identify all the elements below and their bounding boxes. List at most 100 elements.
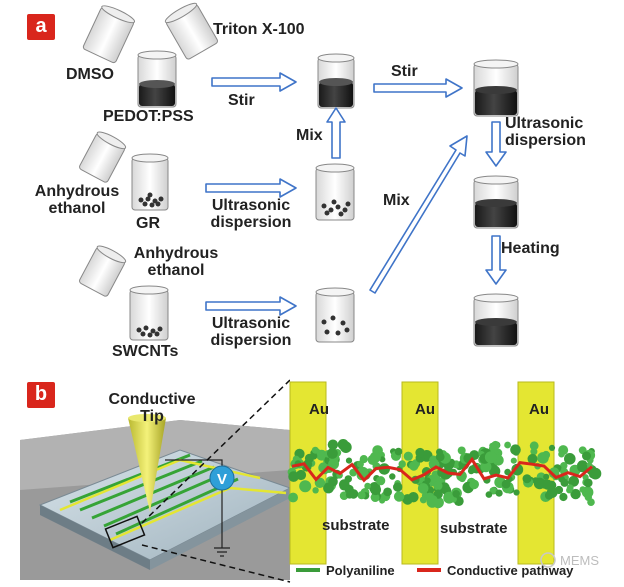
- polyaniline-particle: [398, 460, 406, 468]
- polyaniline-particle: [457, 446, 466, 455]
- polyaniline-particle: [558, 450, 565, 458]
- label-triton: Triton X-100: [213, 21, 305, 38]
- label-conductive-tip-line1: Conductive: [108, 391, 196, 408]
- polyaniline-particle: [560, 462, 568, 470]
- label-ultrasonic-3-line1: Ultrasonic: [505, 115, 584, 132]
- tilted-beaker-ethanol-1: [79, 131, 127, 183]
- polyaniline-particle: [589, 472, 596, 479]
- polyaniline-particle: [288, 492, 298, 503]
- label-stir-2: Stir: [391, 63, 418, 80]
- conductive-tip: [128, 418, 166, 512]
- arrow-mix-diagonal: [369, 135, 468, 294]
- label-anhydrous-ethanol-2: Anhydrous ethanol: [126, 245, 226, 279]
- polyaniline-particle: [495, 489, 503, 497]
- polyaniline-particle: [393, 482, 403, 492]
- polyaniline-particle: [415, 447, 425, 458]
- polyaniline-particle: [568, 475, 579, 487]
- arrow-heating-down: [485, 235, 507, 285]
- polyaniline-particle: [393, 491, 405, 502]
- beaker-final-mix: [473, 59, 519, 117]
- polyaniline-particle: [323, 482, 334, 494]
- polyaniline-particle: [522, 474, 532, 484]
- label-dmso: DMSO: [66, 66, 114, 83]
- beaker-final-heated: [473, 293, 519, 347]
- label-ultrasonic-3-line2: dispersion: [505, 132, 586, 149]
- polyaniline-particle: [403, 451, 413, 461]
- label-ultrasonic-2: Ultrasonic dispersion: [201, 315, 301, 349]
- polyaniline-particle: [389, 473, 396, 480]
- polyaniline-particle: [417, 483, 429, 494]
- polyaniline-particle: [299, 480, 312, 493]
- polyaniline-particle: [527, 453, 538, 464]
- polyaniline-particle: [570, 488, 581, 500]
- polyaniline-particle: [579, 486, 587, 493]
- polyaniline-particle: [424, 477, 431, 484]
- polyaniline-particle: [409, 461, 419, 471]
- polyaniline-particle: [394, 447, 403, 456]
- watermark-icon: [540, 552, 556, 568]
- legend-pathway-label: Conductive pathway: [447, 563, 574, 578]
- beaker-mix-1: [317, 53, 355, 109]
- substrate-label-2: substrate: [440, 520, 508, 537]
- label-anhydrous-2-line2: ethanol: [147, 262, 205, 279]
- polyaniline-particle: [310, 452, 318, 460]
- polyaniline-particle: [433, 481, 443, 491]
- polyaniline-particle: [513, 489, 520, 496]
- polyaniline-particle: [504, 441, 511, 449]
- tilted-beaker-ethanol-2: [79, 245, 127, 297]
- polyaniline-particle: [316, 449, 327, 461]
- panel-a-tag: a: [27, 14, 55, 40]
- polyaniline-particle: [537, 452, 549, 464]
- label-anhydrous-2-line1: Anhydrous: [133, 245, 219, 262]
- tilted-beaker-triton: [164, 2, 218, 60]
- voltmeter-label: V: [217, 471, 227, 488]
- polyaniline-particle: [376, 476, 386, 486]
- label-swcnts: SWCNTs: [112, 343, 179, 360]
- polyaniline-particle: [379, 456, 386, 463]
- polyaniline-particle: [408, 492, 419, 503]
- polyaniline-particle: [564, 453, 576, 465]
- label-anhydrous-ethanol-1: Anhydrous ethanol: [27, 183, 127, 217]
- polyaniline-particle: [510, 457, 517, 464]
- polyaniline-particle: [491, 440, 500, 450]
- polyaniline-particle: [533, 477, 546, 490]
- polyaniline-particle: [511, 463, 524, 476]
- polyaniline-particle: [443, 491, 455, 504]
- polyaniline-particle: [548, 467, 560, 479]
- polyaniline-particle: [484, 451, 497, 464]
- label-ultrasonic-1-line1: Ultrasonic: [211, 197, 291, 214]
- polyaniline-particle: [583, 478, 593, 488]
- label-conductive-tip: Conductive Tip: [97, 391, 207, 425]
- tilted-beaker-dmso: [82, 5, 136, 64]
- label-anhydrous-1-line2: ethanol: [48, 200, 106, 217]
- label-mix-2: Mix: [383, 192, 410, 209]
- polyaniline-particle: [559, 492, 568, 502]
- electrode-label-2: Au: [415, 401, 435, 418]
- polyaniline-particle: [357, 491, 366, 500]
- beaker-swcnts-dispersed: [315, 287, 355, 343]
- polyaniline-particle: [510, 444, 521, 456]
- polyaniline-particle: [419, 496, 427, 504]
- substrate-label-1: substrate: [322, 517, 390, 534]
- polyaniline-particle: [587, 498, 595, 507]
- polyaniline-particle: [348, 489, 359, 499]
- voltmeter-icon: [209, 465, 235, 491]
- polyaniline-particle: [543, 473, 550, 480]
- label-ultrasonic-2-line1: Ultrasonic: [211, 315, 291, 332]
- polyaniline-particle: [369, 451, 381, 463]
- label-ultrasonic-1: Ultrasonic dispersion: [201, 197, 301, 231]
- polyaniline-particle: [328, 458, 339, 470]
- beaker-swcnts: [129, 285, 169, 341]
- polyaniline-particle: [364, 482, 371, 490]
- polyaniline-particle: [327, 439, 339, 450]
- polyaniline-particle: [383, 487, 392, 497]
- polyaniline-particle: [504, 468, 511, 476]
- arrow-stir-2: [373, 78, 463, 98]
- polyaniline-particle: [435, 452, 445, 462]
- electrode-label-3: Au: [529, 401, 549, 418]
- label-mix-1: Mix: [296, 127, 323, 144]
- polyaniline-particle: [548, 444, 556, 451]
- panel-b-diagram: V Au Au Au substrate substrate Polyanili…: [20, 379, 602, 583]
- label-pedot: PEDOT:PSS: [103, 108, 194, 125]
- polyaniline-particle: [288, 471, 299, 482]
